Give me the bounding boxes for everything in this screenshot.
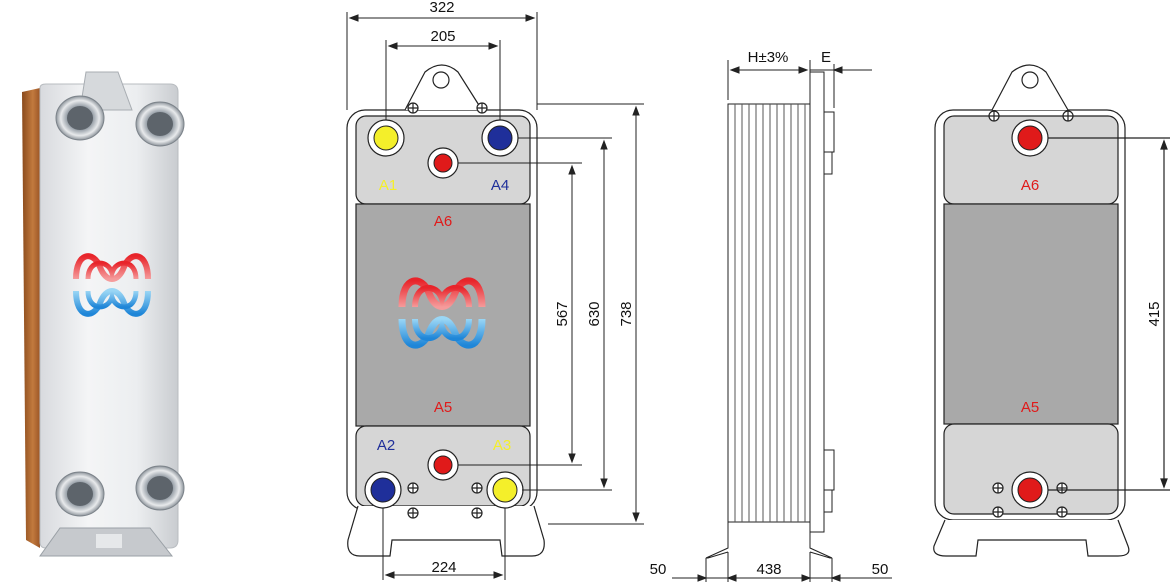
dim-50-left: 50 (650, 561, 667, 578)
dim-738: 738 (618, 301, 635, 326)
label-a5-front: A5 (434, 399, 452, 416)
dim-567: 567 (554, 301, 571, 326)
rear-view (933, 64, 1170, 557)
label-a6-rear: A6 (1021, 177, 1039, 194)
dim-205: 205 (430, 28, 455, 45)
dim-438: 438 (756, 561, 781, 578)
label-a1: A1 (379, 177, 397, 194)
label-a3: A3 (493, 437, 511, 454)
label-a2: A2 (377, 437, 395, 454)
dim-415: 415 (1146, 301, 1163, 326)
dim-50-right: 50 (872, 561, 889, 578)
port-a4-marker (481, 119, 519, 157)
port-a3-marker (486, 471, 524, 509)
dim-322: 322 (429, 0, 454, 16)
dim-224: 224 (431, 559, 456, 576)
dim-630: 630 (586, 301, 603, 326)
side-view (672, 60, 892, 582)
port-a5-rear-marker (1011, 471, 1049, 509)
front-dimension-lines (346, 12, 644, 580)
label-a4: A4 (491, 177, 509, 194)
dim-e: E (821, 49, 831, 66)
brand-logo-drawing (398, 277, 486, 349)
port-a2-marker (364, 471, 402, 509)
front-ports (364, 119, 524, 509)
port-a6-marker (427, 147, 459, 179)
port-a6-rear-marker (1011, 119, 1049, 157)
rear-ports (1011, 119, 1049, 509)
port-a5-marker (427, 449, 459, 481)
dim-h: H±3% (748, 49, 789, 66)
label-a5-rear: A5 (1021, 399, 1039, 416)
product-photo (22, 71, 185, 557)
brand-logo-photo (73, 253, 151, 317)
label-a6-front: A6 (434, 213, 452, 230)
port-a1-marker (367, 119, 405, 157)
